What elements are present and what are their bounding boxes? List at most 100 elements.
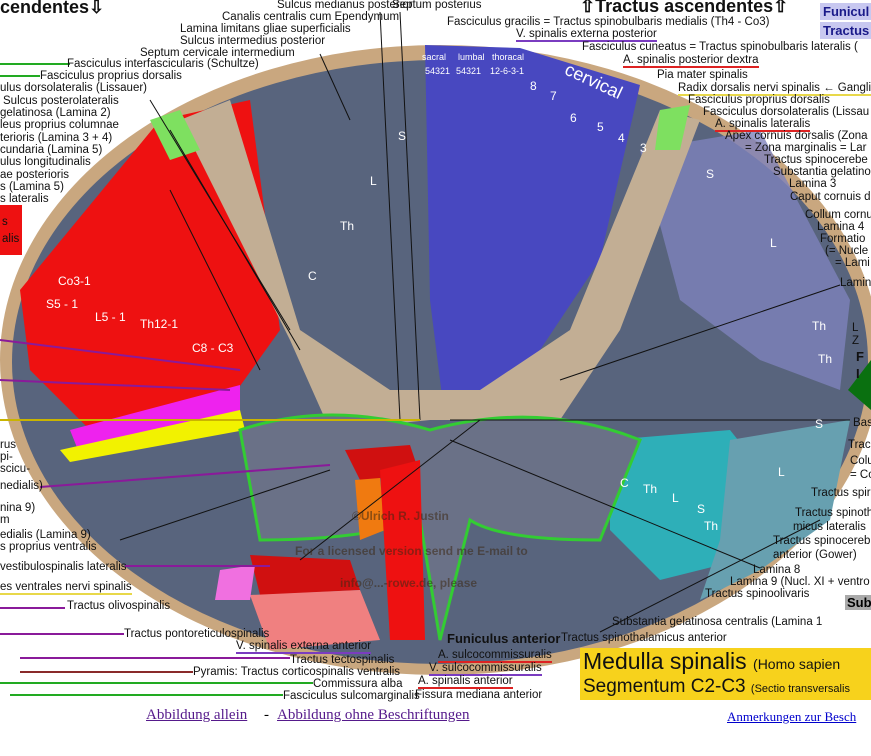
title-box: Medulla spinalis (Homo sapien Segmentum … [580,648,871,700]
segment-label: Th [812,319,827,333]
anatomy-label: Lamina 3 [789,178,837,190]
segment-label: Co3-1 [58,274,91,288]
pontoreticulospinal [250,590,380,650]
anatomy-label: anterior (Gower) [773,549,857,561]
anatomy-label: Pia mater spinalis [657,69,748,81]
segment-label: Th [704,519,719,533]
segment-label: L [770,236,777,250]
anatomy-label: Tractus olivospinalis [67,600,171,612]
copyright-watermark: For a licensed version send me E-mail to [295,544,528,558]
anatomy-label: terioris (Lamina 3 + 4) [0,132,113,144]
tractus-label: Tractus [820,22,871,39]
segment-label: sacral [422,52,447,62]
title-species: (Homo sapien [753,656,841,672]
spinocerebellar-tract [640,130,850,390]
segment-label: 5 [597,120,604,134]
header-tractus-ascendentes: ⇧Tractus ascendentes⇧ [580,0,789,16]
yellow-tract [60,410,245,462]
anatomy-label: Colu [850,455,871,467]
anatomy-label: Pyramis: Tractus corticospinalis ventral… [193,666,401,678]
anatomy-label: alis [2,233,20,245]
segment-label: L [672,491,679,505]
anatomy-label: I [856,366,860,381]
anatomy-label: Fasciculus proprius dorsalis [688,94,830,106]
anatomy-label: Canalis centralis cum Ependymum [222,11,400,23]
anatomy-label: (= Nucle [825,245,869,257]
vestibulospinal [250,555,360,595]
anatomy-label: Caput cornuis d [790,191,871,203]
segment-label: 7 [550,89,557,103]
anatomy-label: Commissura alba [313,678,403,690]
link-abbildung-allein[interactable]: Abbildung allein [146,707,248,723]
anatomy-label: Trac [848,439,871,451]
spinocerebellar-anterior [700,420,850,600]
anatomy-label: Z [852,335,860,347]
anatomy-label: Fasciculus interfascicularis (Schultze) [67,58,259,70]
segment-label: lumbal [458,52,485,62]
anatomy-label: s proprius ventralis [0,541,97,553]
anatomy-label: Tractus spinocerebe [764,154,868,166]
anatomy-label: gelatinosa (Lamina 2) [0,107,111,119]
copyright-watermark: ©Ulrich R. Justin [352,509,449,523]
anatomy-label: Lamin [840,277,871,289]
title-segment: Segmentum C2-C3 [583,676,746,697]
segment-label: 54321 [456,66,482,76]
dorsal-columns [425,45,640,420]
segment-label: L [370,174,377,188]
ventral-root-right [848,360,871,410]
segment-label: Th [340,219,355,233]
anatomy-label: s (Lamina 5) [0,181,64,193]
grey-matter-dorsal-horns [180,100,700,430]
funiculus-label: Funicul [820,3,871,20]
link-abbildung-ohne-beschriftungen[interactable]: Abbildung ohne Beschriftungen [277,707,470,723]
anatomy-label: Apex cornuis dorsalis (Zona [725,130,868,142]
link-anmerkungen[interactable]: Anmerkungen zur Besch [727,709,857,724]
segment-label: L5 - 1 [95,310,126,324]
segment-label: S [706,167,715,181]
lissauer-right [655,105,690,150]
segment-label: 12-6-3-1 [490,66,525,76]
anatomy-label: Tractus spinothalamicus anterior [561,632,727,644]
anatomy-label: Fasciculus gracilis = Tractus spinobulba… [447,16,770,28]
anatomy-label: es ventrales nervi spinalis [0,581,132,595]
anatomy-label: rus [0,439,16,451]
anatomy-label: Lamina 9 (Nucl. XI + ventro [730,576,870,588]
anatomy-label: s [2,216,8,228]
anatomy-label: Radix dorsalis nervi spinalis ← Ganglio [678,82,871,96]
anatomy-label: Sulcus posterolateralis [3,95,119,107]
anatomy-label: Collum cornu [805,209,871,221]
segment-label: Th12-1 [140,317,179,331]
anatomy-label: A. sulcocommissuralis [438,649,552,663]
sub-label: Sub [845,595,871,610]
anatomy-label: Fissura mediana anterior [415,689,543,701]
segment-label: S [697,502,706,516]
anatomy-label: Lamina limitans gliae superficialis [180,23,351,35]
anatomy-label: = Co [850,469,871,481]
anatomy-label: nina 9) [0,502,36,514]
copyright-watermark: info@...-rowe.de, please [340,576,478,590]
anatomy-label: Tractus spinoolivaris [705,588,810,600]
title-main: Medulla spinalis [583,648,747,674]
anatomy-label: Funiculus anterior [447,631,561,646]
anatomy-label: scicu- [0,463,31,475]
legend-red-box [0,205,22,255]
anatomy-label: vestibulospinalis lateralis [0,561,127,573]
anatomy-label: Formatio [820,233,866,245]
anatomy-label: A. spinalis posterior dextra [623,54,759,68]
anatomy-label: micus lateralis [793,521,866,533]
anatomy-label: leus proprius columnae [0,119,119,131]
segment-label: Th [643,482,658,496]
anatomy-label: A. spinalis lateralis [715,118,811,132]
anatomy-label: V. spinalis externa posterior [516,28,657,42]
anatomy-label: Fasciculus proprius dorsalis [40,70,182,82]
segment-label: 6 [570,111,577,125]
anatomy-label: Tractus pontoreticulospinalis [124,628,270,640]
segment-label: thoracal [492,52,525,62]
anatomy-label: L [852,322,859,334]
leader-lines [119,11,850,633]
segment-label: C8 - C3 [192,341,234,355]
anatomy-label: Sulcus intermedius posterior [180,35,326,47]
anatomy-label: Fasciculus dorsolateralis (Lissau [703,106,870,118]
anatomy-label: Tractus tectospinalis [290,654,395,666]
anatomy-label: Tractus spinocereb [773,535,871,547]
